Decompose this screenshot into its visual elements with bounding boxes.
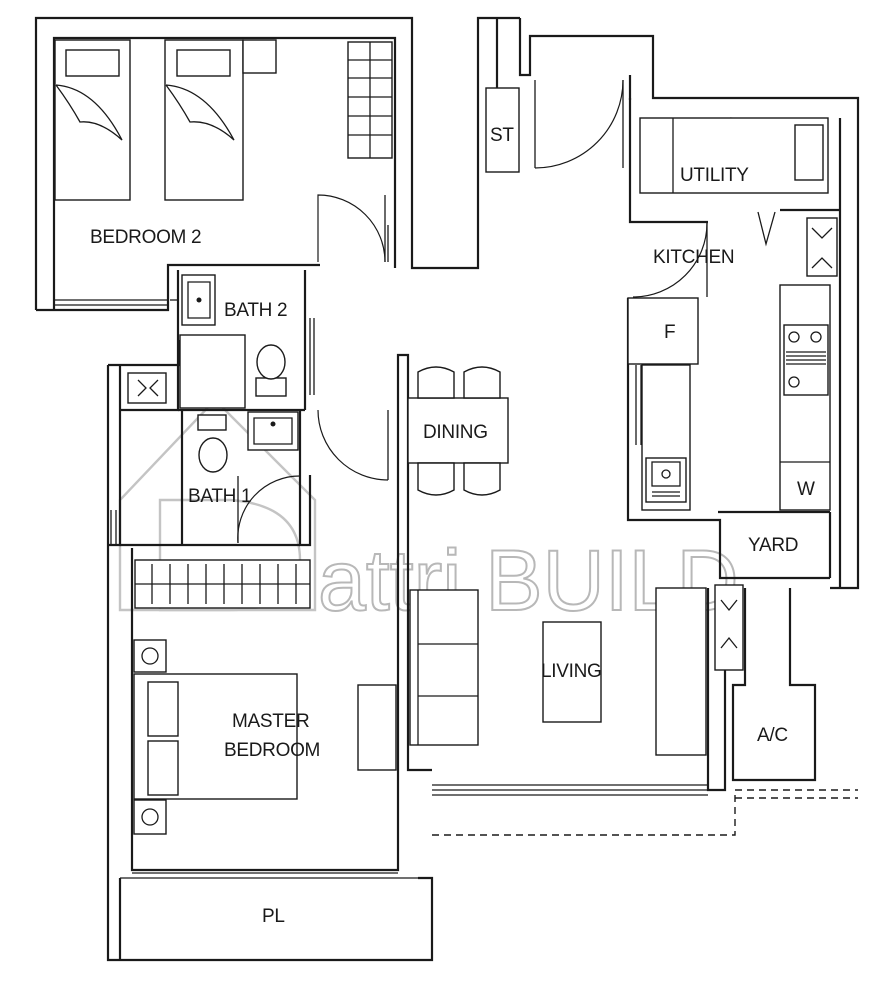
label-bath2: BATH 2 — [224, 300, 287, 321]
walls — [34, 16, 860, 962]
label-pl: PL — [262, 906, 285, 927]
label-washer: W — [797, 479, 815, 500]
kitchen-hood — [806, 217, 838, 277]
label-bedroom2: BEDROOM 2 — [90, 227, 201, 248]
label-fridge: F — [664, 322, 675, 343]
label-store: ST — [490, 125, 514, 146]
sofa — [409, 589, 479, 746]
fridge — [627, 297, 699, 365]
bath2-wc-tank — [255, 377, 287, 397]
label-master-line1: MASTER — [232, 711, 309, 732]
label-dining: DINING — [423, 422, 488, 443]
label-living: LIVING — [541, 661, 602, 682]
label-yard: YARD — [748, 535, 798, 556]
label-master-line2: BEDROOM — [224, 740, 320, 761]
label-ac: A/C — [757, 725, 788, 746]
bath1-wc — [198, 437, 228, 473]
tv-console — [655, 587, 707, 756]
master-desk — [357, 684, 397, 771]
label-bath1: BATH 1 — [188, 486, 251, 507]
coffee-table — [542, 621, 602, 723]
aircon-unit-2 — [714, 584, 744, 671]
furniture — [54, 39, 838, 835]
store-cabinet — [485, 87, 520, 173]
bath2-wc — [256, 344, 286, 380]
dining-table — [407, 397, 509, 464]
room-labels: BEDROOM 2 BATH 2 BATH 1 MASTER BEDROOM P… — [90, 125, 815, 927]
aircon-unit-1 — [127, 372, 167, 404]
label-kitchen: KITCHEN — [653, 247, 734, 268]
kitchen-sink — [645, 457, 687, 503]
bath1-wc-tank — [197, 414, 227, 431]
label-utility: UTILITY — [680, 165, 749, 186]
kitchen-counter-right — [779, 284, 831, 511]
ledge-outline — [432, 789, 858, 836]
